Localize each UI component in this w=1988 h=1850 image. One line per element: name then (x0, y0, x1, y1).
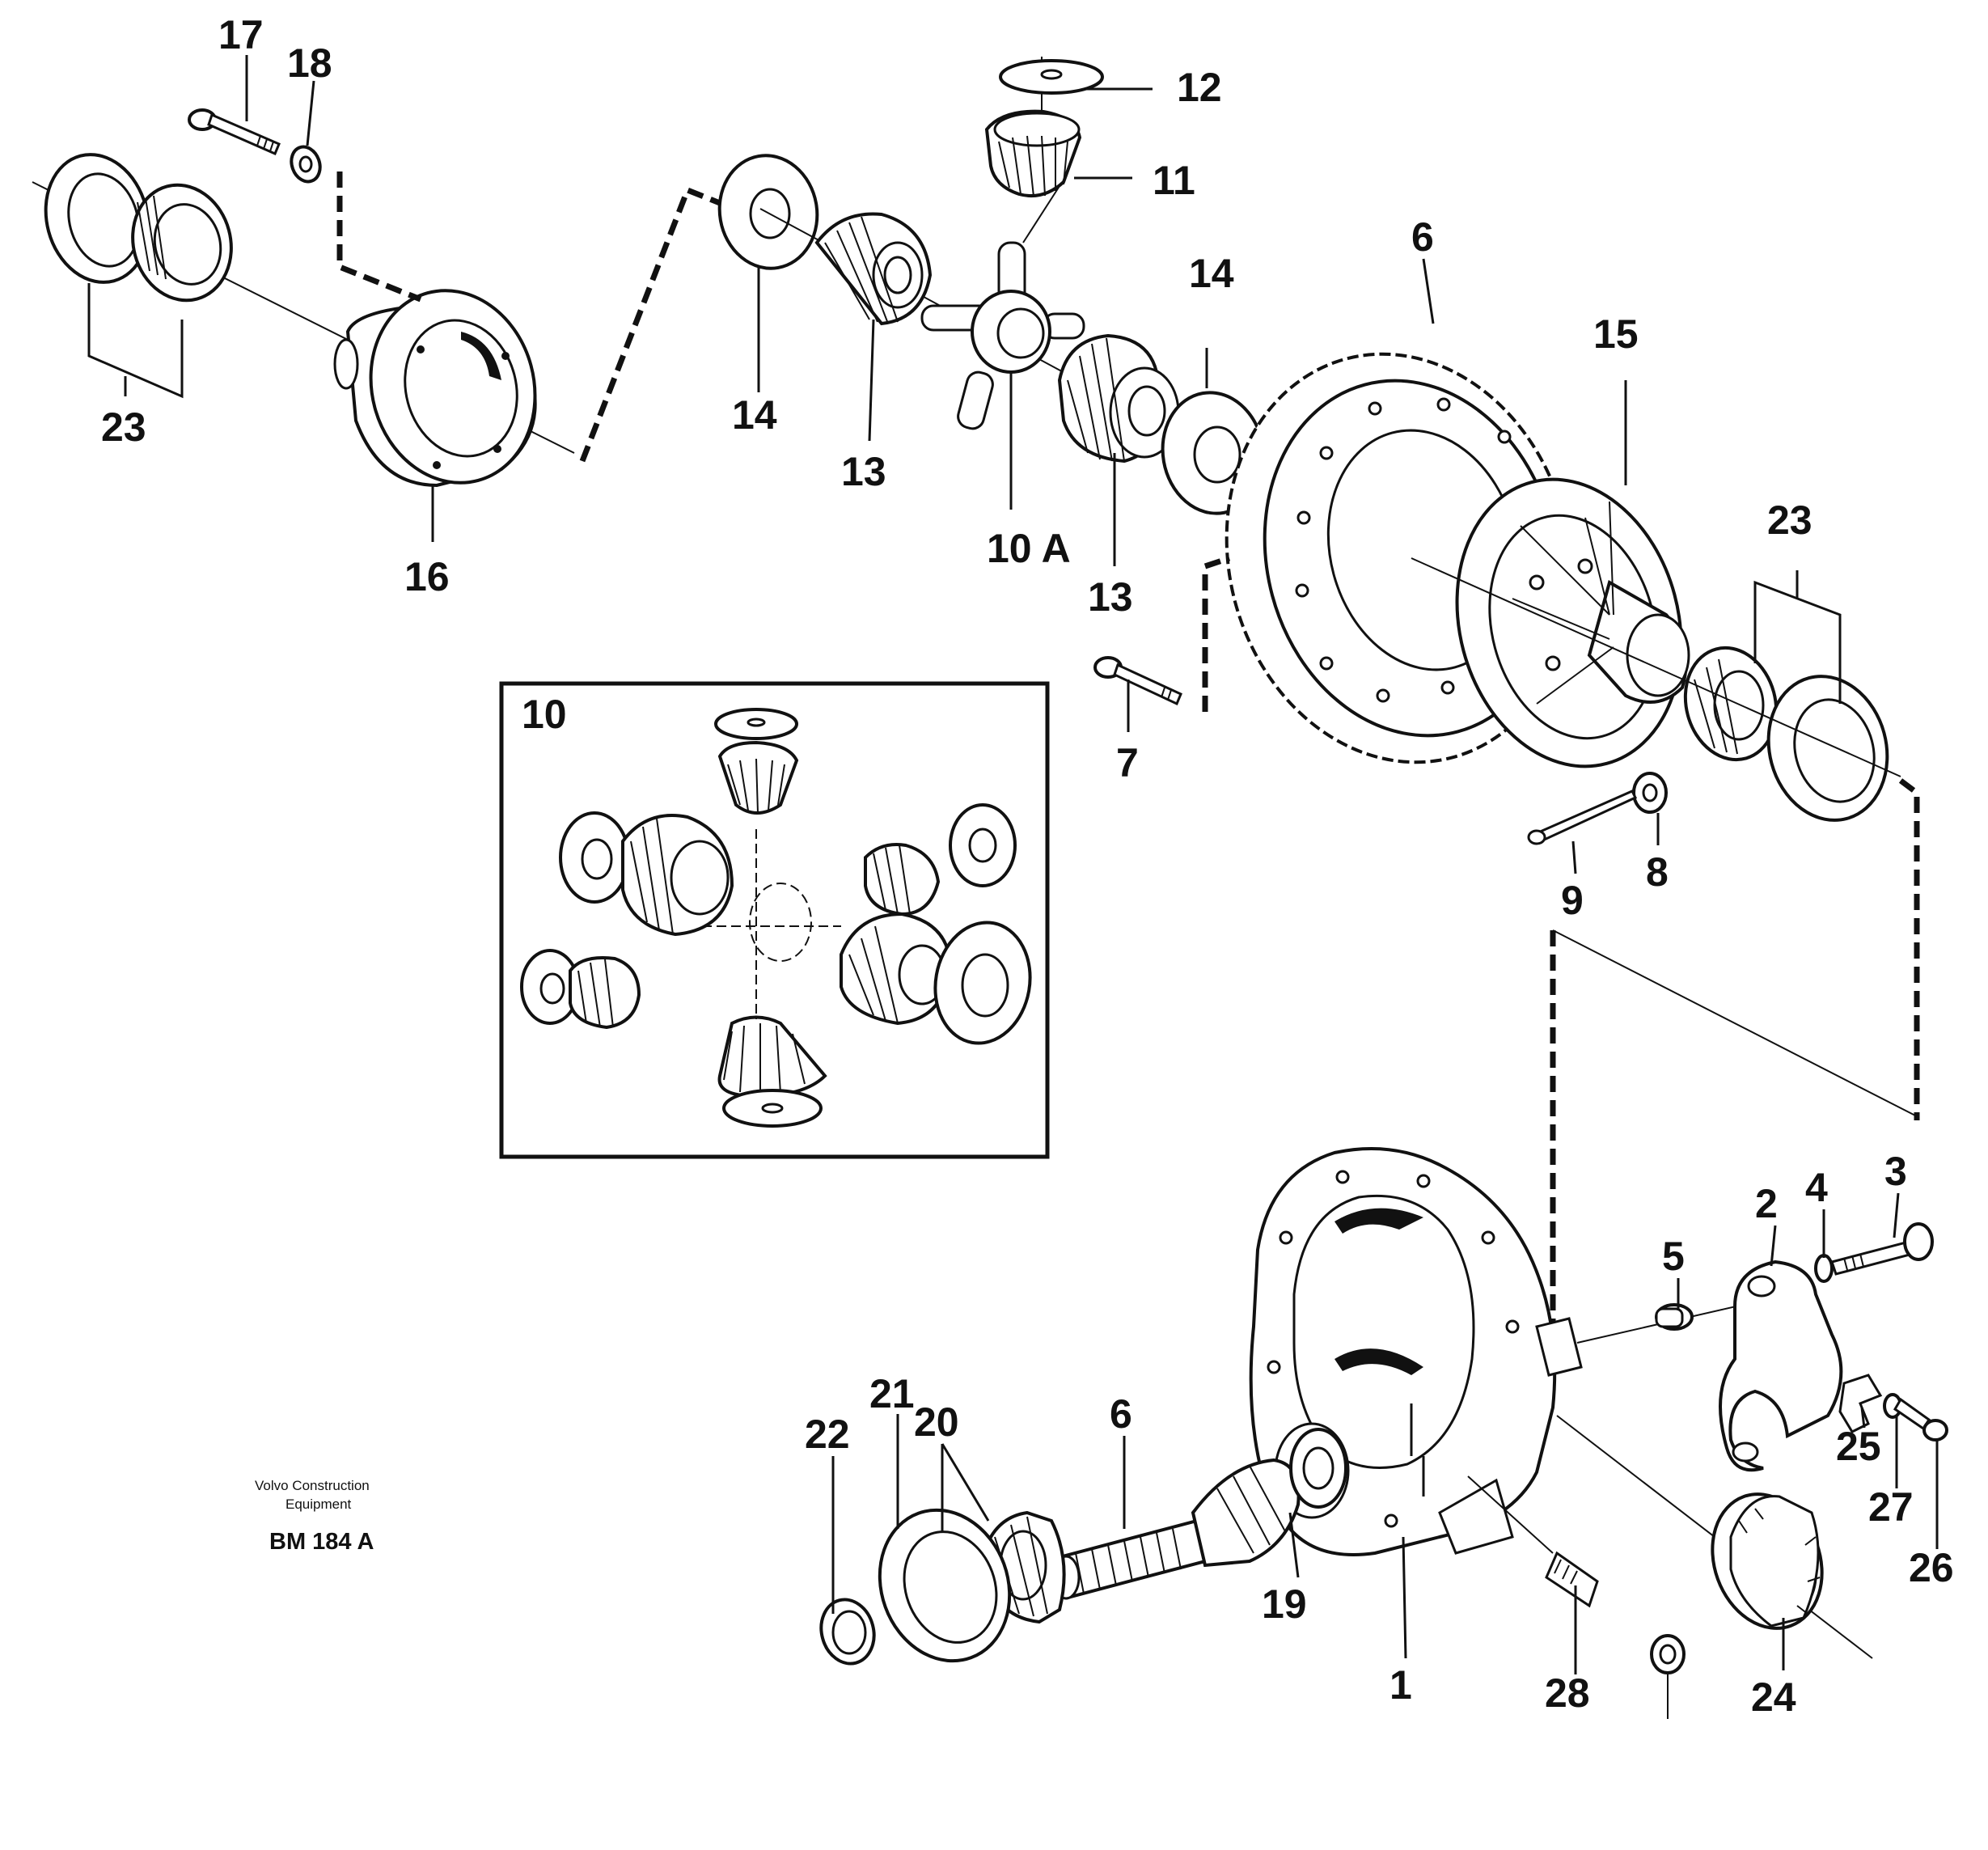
stud-28 (1545, 1551, 1599, 1608)
locking-plate-25 (1838, 1374, 1883, 1433)
cotter-pin-9 (1527, 790, 1638, 845)
washer-4 (1814, 1254, 1834, 1283)
callout-24: 24 (1751, 1674, 1796, 1720)
callout-4: 4 (1805, 1165, 1828, 1210)
bearing-cup-21 (878, 1508, 1012, 1663)
bearing-23-left (32, 153, 575, 454)
callout-17: 17 (218, 12, 264, 57)
callout-16: 16 (404, 554, 450, 599)
callout-6-top: 6 (1411, 214, 1434, 260)
callout-14-left: 14 (732, 392, 777, 438)
callout-19: 19 (1262, 1581, 1307, 1627)
adjusting-nut-24 (1711, 1492, 1824, 1630)
bolt-3 (1830, 1222, 1934, 1276)
bolt-17 (188, 108, 281, 155)
callout-21: 21 (869, 1371, 915, 1416)
thrust-washer-12 (999, 59, 1104, 95)
callout-26: 26 (1909, 1545, 1954, 1590)
callout-11: 11 (1153, 158, 1195, 203)
callout-15: 15 (1593, 311, 1639, 357)
bracket-23-right (1753, 570, 1842, 704)
callout-14-right: 14 (1189, 251, 1234, 296)
differential-spider-10a (920, 185, 1085, 430)
callout-27: 27 (1868, 1484, 1914, 1530)
nut-8 (1632, 772, 1668, 814)
callout-3: 3 (1884, 1149, 1907, 1194)
spacer-5 (1655, 1303, 1694, 1331)
callout-13-left: 13 (841, 449, 886, 494)
callout-25: 25 (1836, 1424, 1881, 1469)
bearing-23-right (1411, 557, 1901, 822)
callout-9: 9 (1561, 878, 1584, 923)
leader-lines (245, 55, 1939, 1674)
pinion-gear-11 (984, 57, 1082, 198)
callout-8: 8 (1646, 849, 1669, 895)
callout-28: 28 (1545, 1670, 1590, 1716)
differential-housing-16 (333, 289, 537, 488)
dashed-guide-17-16 (336, 171, 422, 303)
callout-20: 20 (914, 1399, 959, 1445)
side-gear-13-left (814, 212, 933, 326)
callout-22: 22 (805, 1412, 850, 1457)
callout-10: 10 (522, 692, 567, 737)
bearing-cap-2 (1719, 1259, 1843, 1472)
company-name: Volvo Construction (255, 1478, 370, 1493)
callout-7: 7 (1116, 740, 1139, 785)
dashed-guide-23-housing (1898, 778, 1920, 1120)
inset-box-10 (499, 681, 1050, 1159)
nut-28 (1650, 1634, 1686, 1719)
callout-1: 1 (1389, 1662, 1412, 1708)
callout-2: 2 (1755, 1181, 1778, 1226)
callout-13-right: 13 (1088, 574, 1133, 620)
company-name-line2: Equipment (286, 1497, 352, 1512)
dashed-guide-16-14 (579, 186, 730, 463)
callout-labels: 17 18 23 16 12 11 14 13 10 A 13 14 6 15 … (101, 12, 1954, 1720)
callout-10a: 10 A (987, 526, 1071, 571)
callout-6-bottom: 6 (1110, 1391, 1132, 1437)
thrust-washer-14-left (717, 154, 1214, 454)
bracket-23-left (87, 283, 184, 399)
washer-18 (290, 145, 322, 184)
differential-carrier-15 (1455, 477, 1690, 768)
callout-5: 5 (1662, 1234, 1685, 1279)
bearing-19 (1289, 1428, 1347, 1509)
spacer-22 (819, 1598, 876, 1666)
drive-pinion-6 (1051, 1458, 1301, 1600)
guide-line-housing (1552, 929, 1918, 1117)
callout-18: 18 (287, 40, 332, 86)
bolt-26 (1893, 1397, 1948, 1441)
callout-23-right: 23 (1767, 497, 1812, 543)
bolt-7 (1093, 656, 1182, 706)
guide-line-28 (1467, 1475, 1554, 1554)
side-gear-13-right (1057, 333, 1180, 464)
figure-markings: Volvo Construction Equipment BM 184 A (255, 1478, 374, 1555)
callout-12: 12 (1177, 65, 1222, 110)
callout-23-left: 23 (101, 404, 146, 450)
dashed-guide-7-6 (1202, 555, 1231, 712)
figure-code: BM 184 A (269, 1529, 374, 1555)
